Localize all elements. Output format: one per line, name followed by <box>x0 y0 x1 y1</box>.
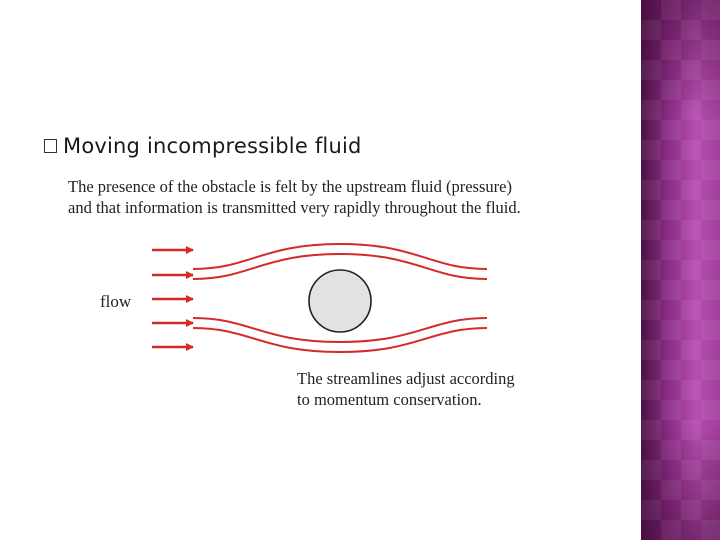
upstream-caption-line-2: and that information is transmitted very… <box>68 198 521 217</box>
flow-label: flow <box>100 292 132 311</box>
upstream-caption: The presence of the obstacle is felt by … <box>68 176 521 218</box>
obstacle-circle <box>308 269 372 333</box>
bullet-box-icon <box>44 139 57 153</box>
streamline-upper-inner <box>192 252 488 280</box>
streamline-lower-outer <box>192 327 488 354</box>
bullet-heading: Moving incompressible fluid <box>44 134 362 158</box>
streamline-caption-line-2: to momentum conservation. <box>297 390 482 409</box>
streamline-caption-line-1: The streamlines adjust according <box>297 369 515 388</box>
heading-text: Moving incompressible fluid <box>63 134 362 158</box>
streamline-upper-outer <box>192 242 488 270</box>
upstream-caption-line-1: The presence of the obstacle is felt by … <box>68 177 512 196</box>
streamline-caption: The streamlines adjust according to mome… <box>297 368 515 410</box>
decorative-side-band <box>641 0 720 540</box>
streamline-lower-inner <box>192 317 488 344</box>
